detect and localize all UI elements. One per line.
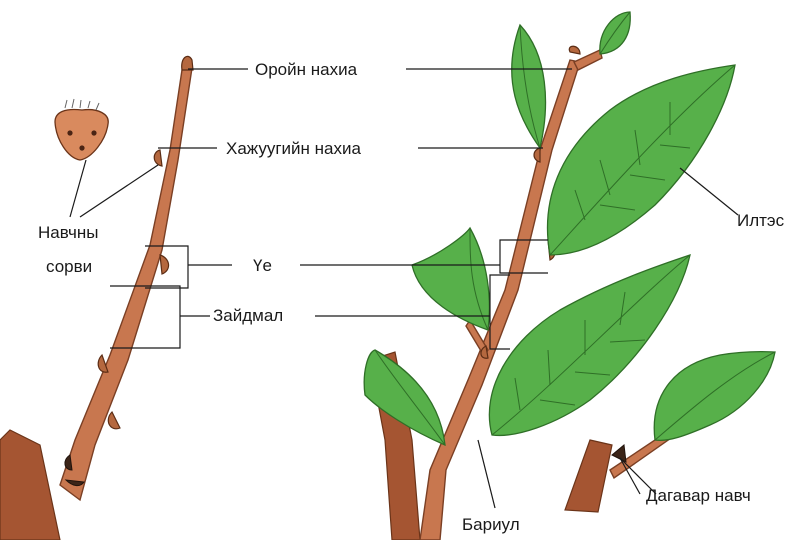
label-lateral-bud: Хажуугийн нахиа bbox=[226, 139, 361, 158]
label-blade: Илтэс bbox=[737, 211, 785, 230]
leaf-scar-detail bbox=[55, 99, 108, 160]
label-stipule: Дагавар навч bbox=[646, 486, 751, 505]
label-petiole: Бариул bbox=[462, 515, 520, 534]
label-node: Үе bbox=[253, 256, 272, 275]
label-leaf-scar-line1: Навчны bbox=[38, 223, 98, 242]
label-internode: Зайдмал bbox=[213, 306, 283, 325]
label-terminal-bud: Оройн нахиа bbox=[255, 60, 358, 79]
leafy-shoot bbox=[364, 12, 735, 540]
label-leaf-scar-line2: сорви bbox=[46, 257, 92, 276]
